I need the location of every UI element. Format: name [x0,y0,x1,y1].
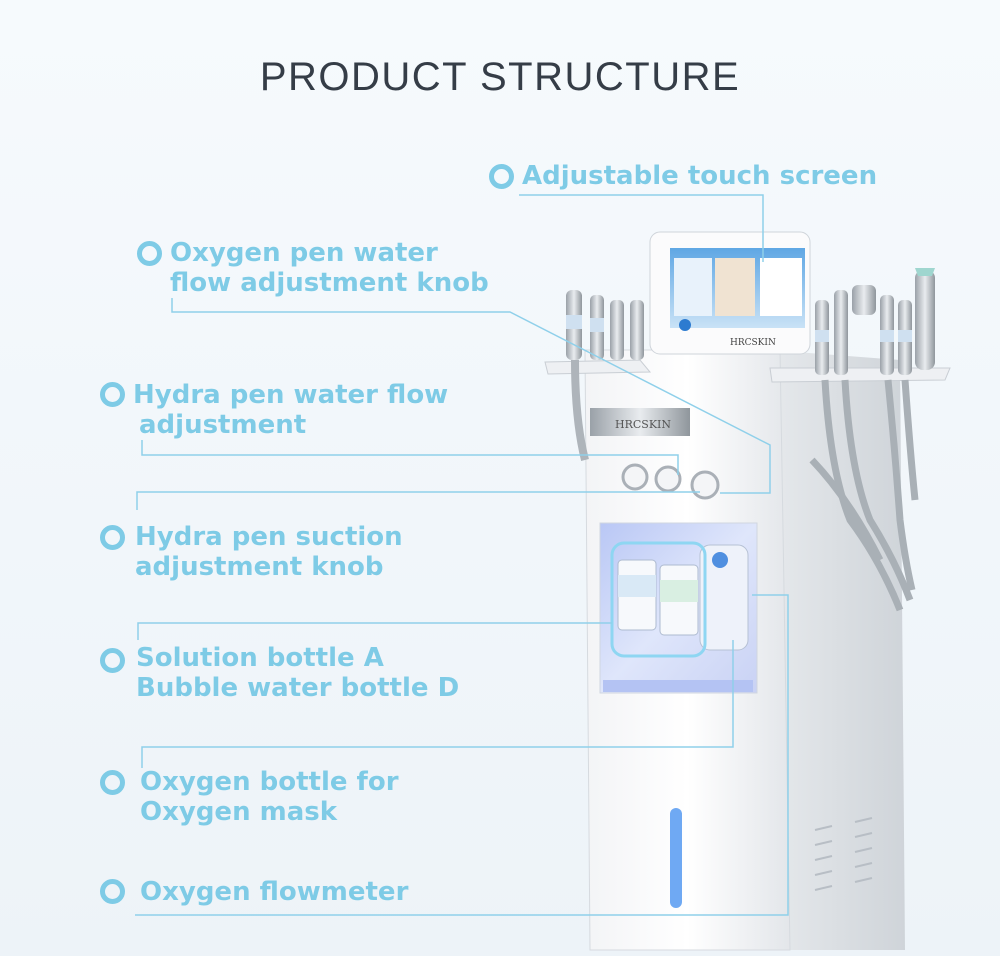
touch-screen: HRCSKIN [649,231,811,355]
page-title: PRODUCT STRUCTURE [259,55,741,99]
plate-brand: HRCSKIN [615,418,671,431]
bullet-circle-icon [489,164,514,189]
label-text-line2: adjustment [139,410,307,440]
label-text-line1: Hydra pen water flow [133,380,449,410]
brand-plate [590,408,690,436]
vent-grille [814,817,873,891]
label-text-line2: adjustment knob [135,552,384,582]
indicator-light-strip [670,808,682,908]
bullet-circle-icon [100,879,125,904]
label-text-line1: Hydra pen suction [135,522,403,552]
label-text-line1: Oxygen bottle for [140,767,399,797]
label-text-line2: Oxygen mask [140,797,338,827]
label-text-line2: flow adjustment knob [170,268,489,298]
bullet-circle-icon [100,525,125,550]
hoses [809,379,919,612]
label-text-line2: Bubble water bottle D [136,673,460,703]
label-text: Oxygen flowmeter [140,877,409,907]
bullet-circle-icon [100,770,125,795]
left-handpieces [566,290,644,461]
solution-bottles [617,544,749,651]
screen-brand: HRCSKIN [730,338,776,348]
bottle-highlight-box [610,541,707,658]
label-text-line1: Oxygen pen water [170,238,438,268]
bullet-circle-icon [137,241,162,266]
bullet-circle-icon [100,648,125,673]
bullet-circle-icon [100,382,125,407]
machine-side-panel [770,350,905,950]
label-text: Adjustable touch screen [522,161,878,191]
right-handpieces [815,268,935,375]
label-text-line1: Solution bottle A [136,643,384,673]
